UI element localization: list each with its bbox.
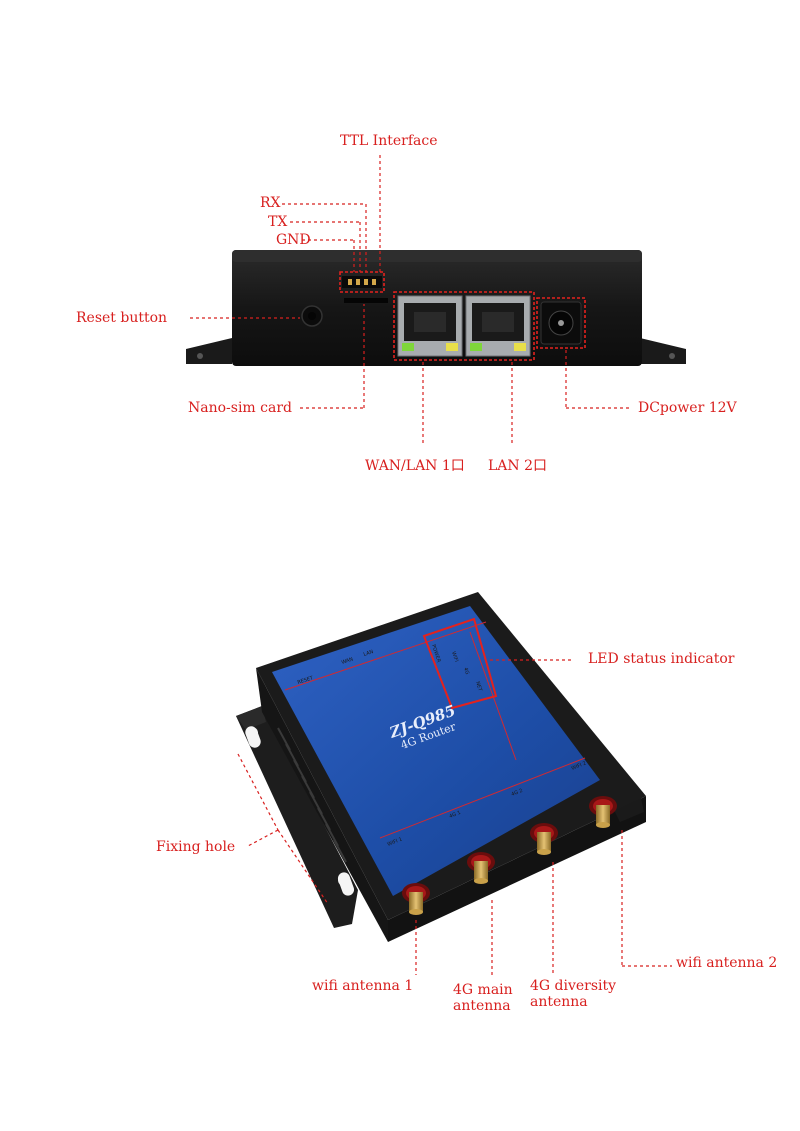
ethernet-port-1 bbox=[397, 295, 463, 357]
port-tag-wifi1: WIFI 1 bbox=[387, 836, 404, 847]
antenna-connectors bbox=[402, 796, 617, 915]
port-tag-4g1: 4G 1 bbox=[449, 810, 462, 820]
label-ttl-interface: TTL Interface bbox=[340, 133, 438, 149]
dc-highlight bbox=[536, 297, 586, 349]
label-wan-lan: WAN/LAN 1口 bbox=[365, 458, 465, 474]
antenna-connector-2 bbox=[467, 852, 495, 884]
bottom-leader-lines bbox=[237, 659, 672, 975]
led-tag-wifi: WIFI bbox=[450, 651, 459, 663]
router-front-view bbox=[186, 250, 686, 366]
led-highlight bbox=[422, 617, 498, 710]
led-tag-power: POWER bbox=[430, 644, 442, 664]
label-nano-sim: Nano-sim card bbox=[188, 400, 293, 416]
label-lan-2: LAN 2口 bbox=[488, 458, 548, 474]
front-leader-lines bbox=[190, 155, 632, 445]
label-4g-diversity-line1: 4G diversity bbox=[530, 978, 617, 994]
fixing-slot-top bbox=[245, 726, 261, 748]
sim-slot bbox=[344, 298, 388, 303]
port-tag-4g2: 4G 2 bbox=[511, 788, 524, 798]
reset-hole bbox=[301, 305, 323, 327]
panel-tag-reset: RESET bbox=[297, 675, 315, 686]
label-wifi-antenna-2: wifi antenna 2 bbox=[676, 955, 778, 971]
antenna-connector-1 bbox=[402, 883, 430, 915]
ttl-header bbox=[342, 276, 382, 288]
antenna-connector-4 bbox=[589, 796, 617, 828]
ethernet-port-2 bbox=[465, 295, 531, 357]
label-wifi-antenna-1: wifi antenna 1 bbox=[312, 978, 414, 994]
router-angled-view bbox=[236, 592, 646, 942]
label-led-status: LED status indicator bbox=[588, 651, 735, 667]
label-dc-power: DCpower 12V bbox=[638, 400, 737, 416]
label-4g-main-line1: 4G main bbox=[453, 982, 513, 998]
port-tag-wifi2: WIFI 2 bbox=[571, 760, 588, 771]
label-4g-main-line2: antenna bbox=[453, 998, 511, 1014]
led-tag-4g: 4G bbox=[462, 667, 470, 676]
label-reset-button: Reset button bbox=[76, 310, 168, 326]
label-gnd: GND bbox=[276, 232, 311, 248]
antenna-connector-3 bbox=[530, 823, 558, 855]
ttl-highlight bbox=[339, 271, 385, 293]
label-tx: TX bbox=[268, 214, 288, 230]
ports-highlight bbox=[393, 291, 535, 361]
panel-tag-lan: LAN bbox=[363, 649, 375, 658]
led-tag-net: NET bbox=[474, 681, 483, 693]
label-4g-diversity-line2: antenna bbox=[530, 994, 588, 1010]
fixing-slot-bottom bbox=[337, 872, 355, 896]
panel-tag-wan: WAN bbox=[341, 656, 354, 665]
label-fixing-hole: Fixing hole bbox=[156, 839, 236, 855]
dc-jack bbox=[540, 301, 582, 345]
label-rx: RX bbox=[260, 195, 281, 211]
